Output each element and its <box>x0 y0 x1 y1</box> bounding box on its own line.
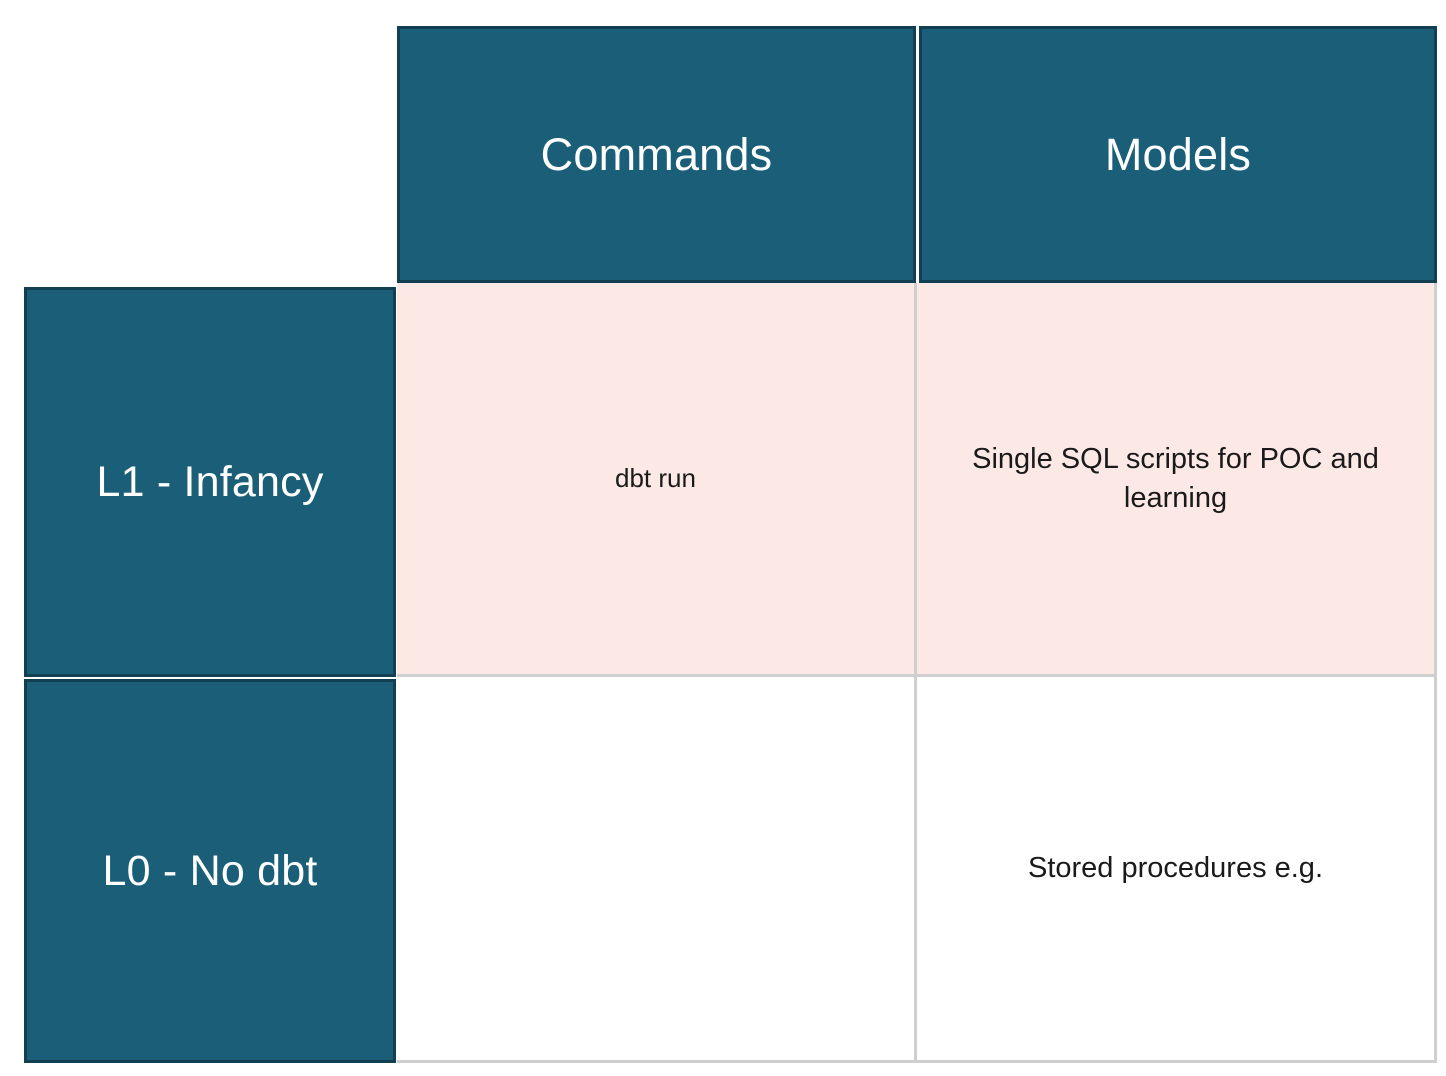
row-header-l0-label: L0 - No dbt <box>102 846 318 895</box>
cell-l1-models[interactable]: Single SQL scripts for POC and learning <box>917 283 1437 677</box>
row-header-l0-no-dbt[interactable]: L0 - No dbt <box>24 679 396 1063</box>
cell-l1-commands-text: dbt run <box>615 463 696 494</box>
cell-l0-models[interactable]: Stored procedures e.g. <box>917 677 1437 1063</box>
column-header-models-label: Models <box>1104 128 1252 180</box>
matrix-corner-cell <box>0 0 396 283</box>
column-header-models[interactable]: Models <box>919 26 1437 283</box>
row-header-l1-infancy[interactable]: L1 - Infancy <box>24 287 396 677</box>
cell-l0-models-text: Stored procedures e.g. <box>1027 852 1323 885</box>
row-header-l1-label: L1 - Infancy <box>96 457 324 506</box>
cell-l1-models-text: Single SQL scripts for POC and learning <box>972 443 1379 514</box>
cell-l1-commands[interactable]: dbt run <box>397 283 917 677</box>
cell-l0-commands[interactable] <box>397 677 917 1063</box>
column-header-commands[interactable]: Commands <box>397 26 916 283</box>
column-header-commands-label: Commands <box>540 128 773 180</box>
